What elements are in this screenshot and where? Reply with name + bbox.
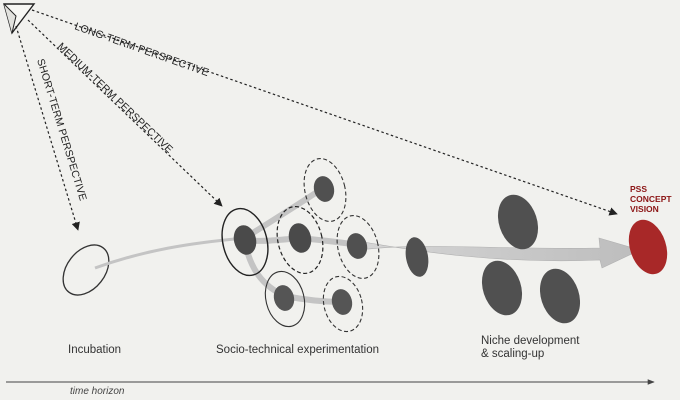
experiment-node-3	[303, 158, 347, 222]
incubation-lens	[62, 244, 110, 296]
vision-label-line1: PSS	[630, 184, 647, 194]
experiment-node-4	[336, 215, 380, 279]
niche-node-3	[539, 268, 581, 324]
long-term-arrow	[31, 9, 618, 216]
incubation-label: Incubation	[68, 344, 121, 356]
vision-label-line2: CONCEPT	[630, 194, 672, 204]
short-term-label: SHORT-TERM PERSPECTIVE	[34, 57, 89, 202]
vision-label-line3: VISION	[630, 204, 659, 214]
experiment-node-1	[221, 207, 269, 277]
experiment-node-5	[264, 270, 306, 328]
pss-vision-node	[628, 219, 668, 275]
time-axis-label: time horizon	[70, 386, 125, 397]
niche-node-2	[481, 260, 523, 316]
short-term-arrow	[15, 25, 80, 231]
viewpoint-eye-icon	[3, 3, 36, 35]
experiment-node-7	[405, 237, 429, 277]
experimentation-label: Socio-technical experimentation	[216, 344, 379, 356]
niche-label-line2: & scaling-up	[481, 348, 544, 360]
niche-label-line1: Niche development	[481, 335, 580, 347]
experiment-node-2	[276, 205, 324, 275]
experiment-node-6	[322, 275, 364, 333]
niche-node-1	[497, 194, 539, 250]
flow-strands	[94, 187, 359, 305]
